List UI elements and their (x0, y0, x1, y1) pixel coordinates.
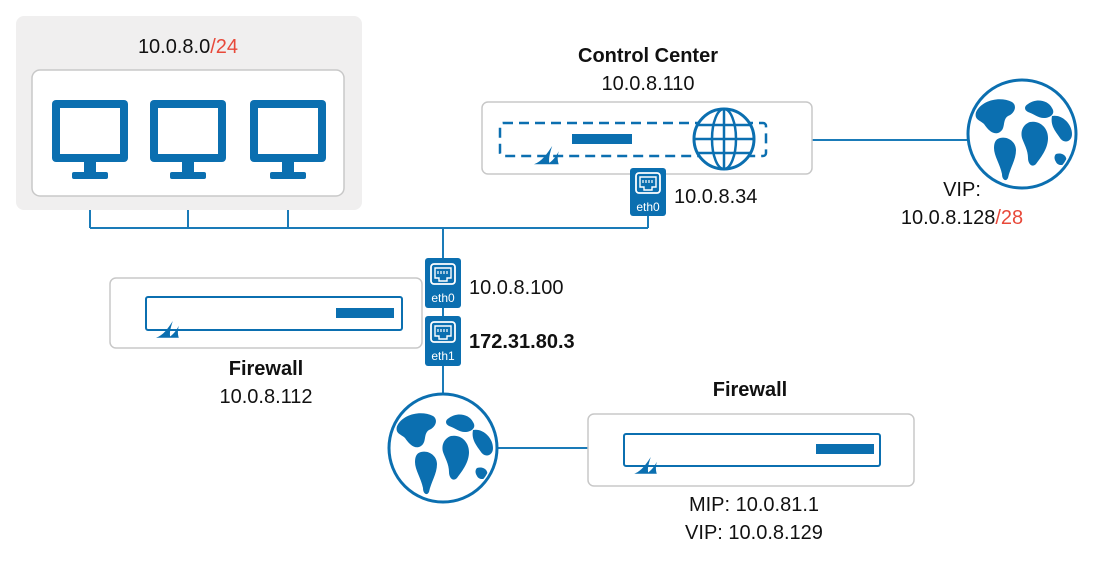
firewall-1-title: Firewall (229, 358, 303, 380)
fw1-eth1-port: eth1 (425, 316, 461, 366)
fw1-eth0-port: eth0 (425, 258, 461, 308)
subnet-label: 10.0.8.0/24 (138, 36, 238, 58)
monitor-icon (150, 100, 226, 179)
firewall-1: Firewall 10.0.8.112 eth0 10.0.8.100 eth1… (109, 258, 575, 408)
cc-eth0-port: eth0 (630, 168, 666, 216)
firewall-2-mip: MIP: 10.0.81.1 (689, 494, 819, 516)
firewall-2-appliance (587, 413, 915, 487)
vip-cloud: VIP: 10.0.8.128/28 (901, 80, 1076, 229)
globe-icon (692, 107, 756, 171)
control-center-title: Control Center (578, 45, 718, 67)
monitor-icon (250, 100, 326, 179)
firewall-2-faceplate (623, 433, 881, 467)
status-bar (572, 134, 632, 144)
firewall-1-faceplate (145, 296, 403, 331)
firewall-2-title: Firewall (713, 379, 787, 401)
monitor-icon (52, 100, 128, 179)
fw1-eth0-port-label: eth0 (431, 291, 455, 305)
firewall-2: Firewall MIP: 10.0.81.1 VIP: 10.0.8.129 (587, 379, 915, 544)
firewall-2-vip: VIP: 10.0.8.129 (685, 522, 823, 544)
subnet-group: 10.0.8.0/24 (16, 16, 362, 210)
vip-label: VIP: (943, 179, 981, 201)
status-bar (336, 308, 394, 318)
fw1-eth0-ip: 10.0.8.100 (469, 277, 564, 299)
fw1-eth1-port-label: eth1 (431, 349, 455, 363)
vip-network: 10.0.8.128/28 (901, 207, 1023, 229)
world-icon (389, 394, 497, 502)
status-bar (816, 444, 874, 454)
cc-eth0-port-label: eth0 (636, 200, 660, 214)
firewall-1-ip: 10.0.8.112 (219, 386, 312, 408)
control-center-ip: 10.0.8.110 (601, 73, 694, 95)
control-center-appliance (481, 101, 813, 175)
world-icon (968, 80, 1076, 188)
fw1-eth1-ip: 172.31.80.3 (469, 331, 575, 353)
cc-eth0-ip: 10.0.8.34 (674, 186, 757, 208)
control-center: Control Center 10.0.8.110 eth0 10.0.8.34 (481, 45, 813, 216)
virtual-appliance-outline (498, 121, 768, 158)
